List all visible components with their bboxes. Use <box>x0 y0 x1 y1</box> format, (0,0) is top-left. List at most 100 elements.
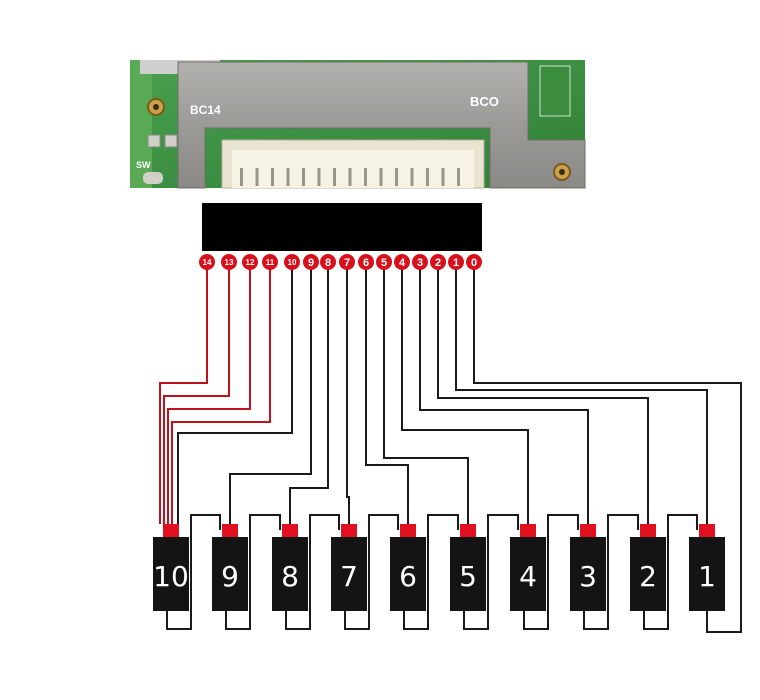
pin-label: 13 <box>225 258 234 267</box>
board-pin <box>395 168 398 186</box>
pin-dot <box>412 254 428 270</box>
sense-wire-red <box>163 262 230 524</box>
cell-body <box>272 537 308 611</box>
pin-dot <box>242 254 258 270</box>
wires <box>159 262 742 633</box>
cell-label: 2 <box>639 560 657 593</box>
sense-wire-pin-4 <box>401 262 529 524</box>
connector-bar <box>202 203 482 251</box>
sense-wire-pin-2 <box>437 262 649 524</box>
pin-dot <box>303 254 319 270</box>
pin-label: 4 <box>399 257 406 269</box>
board-label-sw: SW <box>136 160 151 170</box>
pcb-right-component <box>539 65 571 117</box>
cell-label: 4 <box>519 560 537 593</box>
pin-label: 11 <box>266 258 275 267</box>
cell-2: 2 <box>630 524 666 611</box>
series-link <box>643 514 698 630</box>
pin-marker-8: 8 <box>320 254 336 270</box>
pin-label: 6 <box>363 257 369 269</box>
mount-hole-left-inner <box>153 104 159 110</box>
cell-label: 7 <box>340 560 358 593</box>
series-link <box>344 514 399 630</box>
cell-body <box>390 537 426 611</box>
pin-dot <box>339 254 355 270</box>
pin-marker-5: 5 <box>376 254 392 270</box>
pin-label: 12 <box>246 258 255 267</box>
pin-marker-13: 13 <box>221 254 237 270</box>
board-connector-pins <box>240 168 460 186</box>
pin-label: 10 <box>288 258 297 267</box>
pin-dot <box>199 254 215 270</box>
cell-positive-cap <box>163 524 179 537</box>
series-link <box>403 514 459 630</box>
pin-dot <box>430 254 446 270</box>
cell-body <box>212 537 248 611</box>
sense-wire-pin-5 <box>383 262 469 524</box>
sense-wire-red <box>159 262 208 524</box>
cell-body <box>331 537 367 611</box>
cell-label: 5 <box>459 560 477 593</box>
cell-positive-cap <box>400 524 416 537</box>
cell-positive-cap <box>640 524 656 537</box>
series-link <box>583 514 639 630</box>
sense-wire-pin-10 <box>177 262 293 524</box>
pin-label: 14 <box>203 258 212 267</box>
pin-marker-12: 12 <box>242 254 258 270</box>
pin-dot <box>320 254 336 270</box>
cell-9: 9 <box>212 524 248 611</box>
sense-wire-pin-3 <box>419 262 589 524</box>
board-pin <box>426 168 429 186</box>
board-pin <box>441 168 445 186</box>
cell-body <box>689 537 725 611</box>
pin-label: 5 <box>381 257 387 269</box>
pin-label: 1 <box>453 257 459 269</box>
cell-positive-cap <box>460 524 476 537</box>
pin-label: 7 <box>344 257 350 269</box>
pin-label: 9 <box>308 257 314 269</box>
board-pin <box>271 168 274 186</box>
cell-body <box>570 537 606 611</box>
pin-marker-3: 3 <box>412 254 428 270</box>
cell-positive-cap <box>520 524 536 537</box>
sense-wire-red <box>167 262 251 524</box>
cell-label: 8 <box>281 560 299 593</box>
switch-pad-3 <box>143 172 163 184</box>
sense-wire-pin-8 <box>289 262 329 524</box>
board-label-bco: BCO <box>470 94 499 109</box>
pin-label: 3 <box>417 257 423 269</box>
mount-hole-right-inner <box>559 169 565 175</box>
cell-label: 1 <box>698 560 716 593</box>
board-label-bc14: BC14 <box>190 103 221 117</box>
sense-wire-pin-1 <box>455 262 708 524</box>
series-link <box>285 514 340 630</box>
cell-positive-cap <box>222 524 238 537</box>
sense-wire-pin-9 <box>229 262 312 524</box>
bms-board: BC14 BCO SW <box>130 60 586 189</box>
series-link <box>225 514 281 630</box>
pin-marker-6: 6 <box>358 254 374 270</box>
cell-6: 6 <box>390 524 426 611</box>
cell-4: 4 <box>510 524 546 611</box>
pin-dot <box>376 254 392 270</box>
cell-8: 8 <box>272 524 308 611</box>
pin-dot <box>394 254 410 270</box>
cell-body <box>630 537 666 611</box>
pcb-green-strip <box>130 60 152 188</box>
pin-dot <box>221 254 237 270</box>
cell-label: 10 <box>153 560 189 593</box>
cell-body <box>510 537 546 611</box>
pin-marker-2: 2 <box>430 254 446 270</box>
sense-wire-pin-7 <box>346 262 350 524</box>
switch-pad-1 <box>147 134 161 148</box>
cell-7: 7 <box>331 524 367 611</box>
board-pin <box>240 168 243 186</box>
pin-marker-10: 10 <box>284 254 300 270</box>
cell-10: 10 <box>153 524 189 611</box>
cell-positive-cap <box>699 524 715 537</box>
cell-label: 9 <box>221 560 239 593</box>
metal-shield <box>177 61 586 189</box>
